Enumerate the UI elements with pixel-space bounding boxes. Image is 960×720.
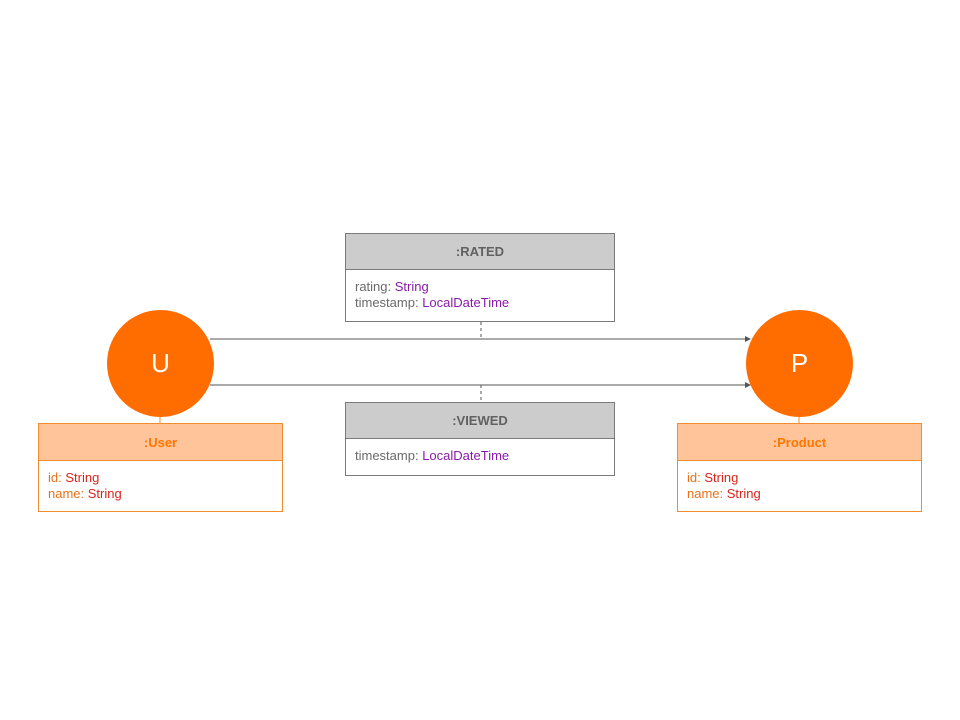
viewed-properties: timestamp: LocalDateTime	[346, 439, 614, 464]
rated-label: :RATED	[455, 244, 505, 259]
user-properties: id: String name: String	[39, 461, 282, 502]
rated-header: :RATED	[346, 234, 614, 270]
user-label-box[interactable]: :User id: String name: String	[38, 423, 283, 512]
user-label: :User	[143, 434, 178, 450]
property-type: String	[726, 486, 761, 501]
product-node[interactable]: P	[746, 310, 853, 417]
property-type: String	[704, 470, 739, 485]
user-node[interactable]: U	[107, 310, 214, 417]
property-type: LocalDateTime	[422, 295, 510, 310]
property-row: rating: String	[355, 279, 605, 295]
property-type: String	[394, 279, 429, 294]
property-name: name	[687, 486, 720, 501]
viewed-header: :VIEWED	[346, 403, 614, 439]
property-row: timestamp: LocalDateTime	[355, 448, 605, 464]
property-name: rating	[355, 279, 388, 294]
property-row: timestamp: LocalDateTime	[355, 295, 605, 311]
property-separator: :	[80, 486, 88, 501]
property-separator: :	[697, 470, 705, 485]
product-label: :Product	[772, 434, 827, 450]
property-type: String	[87, 486, 122, 501]
property-row: id: String	[687, 470, 912, 486]
property-separator: :	[387, 279, 395, 294]
user-label-header: :User	[39, 424, 282, 461]
property-separator: :	[719, 486, 727, 501]
property-row: name: String	[48, 486, 273, 502]
property-separator: :	[58, 470, 66, 485]
viewed-relationship-box[interactable]: :VIEWED timestamp: LocalDateTime	[345, 402, 615, 476]
product-node-letter: P	[790, 348, 809, 378]
rated-relationship-box[interactable]: :RATED rating: String timestamp: LocalDa…	[345, 233, 615, 322]
user-node-letter: U	[151, 348, 170, 378]
property-separator: :	[414, 295, 423, 310]
property-name: id	[687, 470, 698, 485]
viewed-label: :VIEWED	[452, 413, 508, 428]
product-label-header: :Product	[678, 424, 921, 461]
property-separator: :	[414, 448, 423, 463]
property-row: id: String	[48, 470, 273, 486]
property-name: timestamp	[355, 448, 415, 463]
rated-properties: rating: String timestamp: LocalDateTime	[346, 270, 614, 311]
product-properties: id: String name: String	[678, 461, 921, 502]
property-row: name: String	[687, 486, 912, 502]
property-name: id	[48, 470, 59, 485]
property-type: String	[65, 470, 100, 485]
property-name: timestamp	[355, 295, 415, 310]
property-name: name	[48, 486, 81, 501]
property-type: LocalDateTime	[422, 448, 510, 463]
product-label-box[interactable]: :Product id: String name: String	[677, 423, 922, 512]
